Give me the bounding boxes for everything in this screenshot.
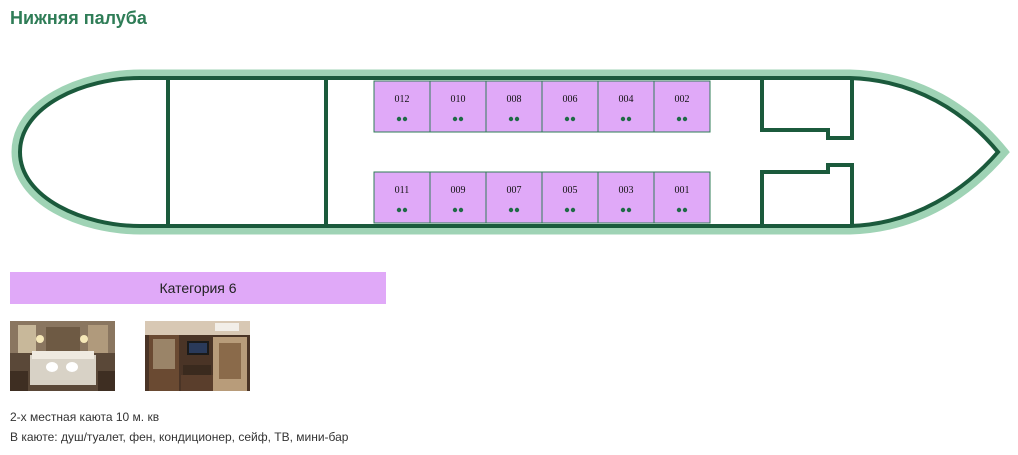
cabin-number: 005 xyxy=(563,185,578,196)
cabin-009[interactable]: 009 xyxy=(429,171,487,224)
cabin-006[interactable]: 006 xyxy=(541,80,599,133)
berth-dot xyxy=(458,116,464,122)
cabin-description-amenities: В каюте: душ/туалет, фен, кондиционер, с… xyxy=(10,430,349,444)
berth-dot xyxy=(564,116,570,122)
berth-dot xyxy=(452,207,458,213)
berth-dot xyxy=(514,116,520,122)
cabin-001[interactable]: 001 xyxy=(653,171,711,224)
cabin-002[interactable]: 002 xyxy=(653,80,711,133)
deck-plan: 012 010 008 006 004 xyxy=(11,69,1010,235)
cabin-number: 002 xyxy=(675,94,690,105)
berth-dot xyxy=(626,207,632,213)
berth-dot xyxy=(396,116,402,122)
cabin-number: 009 xyxy=(451,185,466,196)
cabin-010[interactable]: 010 xyxy=(429,80,487,133)
deck-title: Нижняя палуба xyxy=(10,8,147,28)
berth-dot xyxy=(620,116,626,122)
cabin-003[interactable]: 003 xyxy=(597,171,655,224)
cabin-008[interactable]: 008 xyxy=(485,80,543,133)
berth-dot xyxy=(402,116,408,122)
cabin-011[interactable]: 011 xyxy=(373,171,431,224)
cabin-number: 010 xyxy=(451,94,466,105)
berth-dot xyxy=(514,207,520,213)
berth-dot xyxy=(570,207,576,213)
berth-dot xyxy=(570,116,576,122)
cabin-number: 007 xyxy=(507,185,522,196)
cabin-photo-bedroom[interactable] xyxy=(10,321,115,391)
cabin-number: 003 xyxy=(619,185,634,196)
cabin-row-bottom: 011 009 007 005 003 xyxy=(373,171,711,224)
cabin-004[interactable]: 004 xyxy=(597,80,655,133)
berth-dot xyxy=(682,207,688,213)
berth-dot xyxy=(626,116,632,122)
cabin-number: 006 xyxy=(563,94,578,105)
berth-dot xyxy=(676,116,682,122)
cabin-description-size: 2-х местная каюта 10 м. кв xyxy=(10,410,160,424)
category-label: Категория 6 xyxy=(10,272,386,304)
berth-dot xyxy=(676,207,682,213)
berth-dot xyxy=(682,116,688,122)
berth-dot xyxy=(396,207,402,213)
berth-dot xyxy=(402,207,408,213)
bow-compartment-bottom xyxy=(760,163,854,226)
cabin-number: 011 xyxy=(395,185,410,196)
cabin-number: 004 xyxy=(619,94,634,105)
berth-dot xyxy=(452,116,458,122)
berth-dot xyxy=(508,207,514,213)
hull-glow xyxy=(11,69,1010,235)
cabin-number: 008 xyxy=(507,94,522,105)
cabin-012[interactable]: 012 xyxy=(373,80,431,133)
berth-dot xyxy=(508,116,514,122)
cabin-007[interactable]: 007 xyxy=(485,171,543,224)
berth-dot xyxy=(458,207,464,213)
cabin-number: 012 xyxy=(395,94,410,105)
berth-dot xyxy=(564,207,570,213)
cabin-row-top: 012 010 008 006 004 xyxy=(373,80,711,133)
berth-dot xyxy=(620,207,626,213)
bow-compartment-top xyxy=(760,78,854,140)
cabin-photo-interior[interactable] xyxy=(145,321,250,391)
cabin-005[interactable]: 005 xyxy=(541,171,599,224)
cabin-number: 001 xyxy=(675,185,690,196)
